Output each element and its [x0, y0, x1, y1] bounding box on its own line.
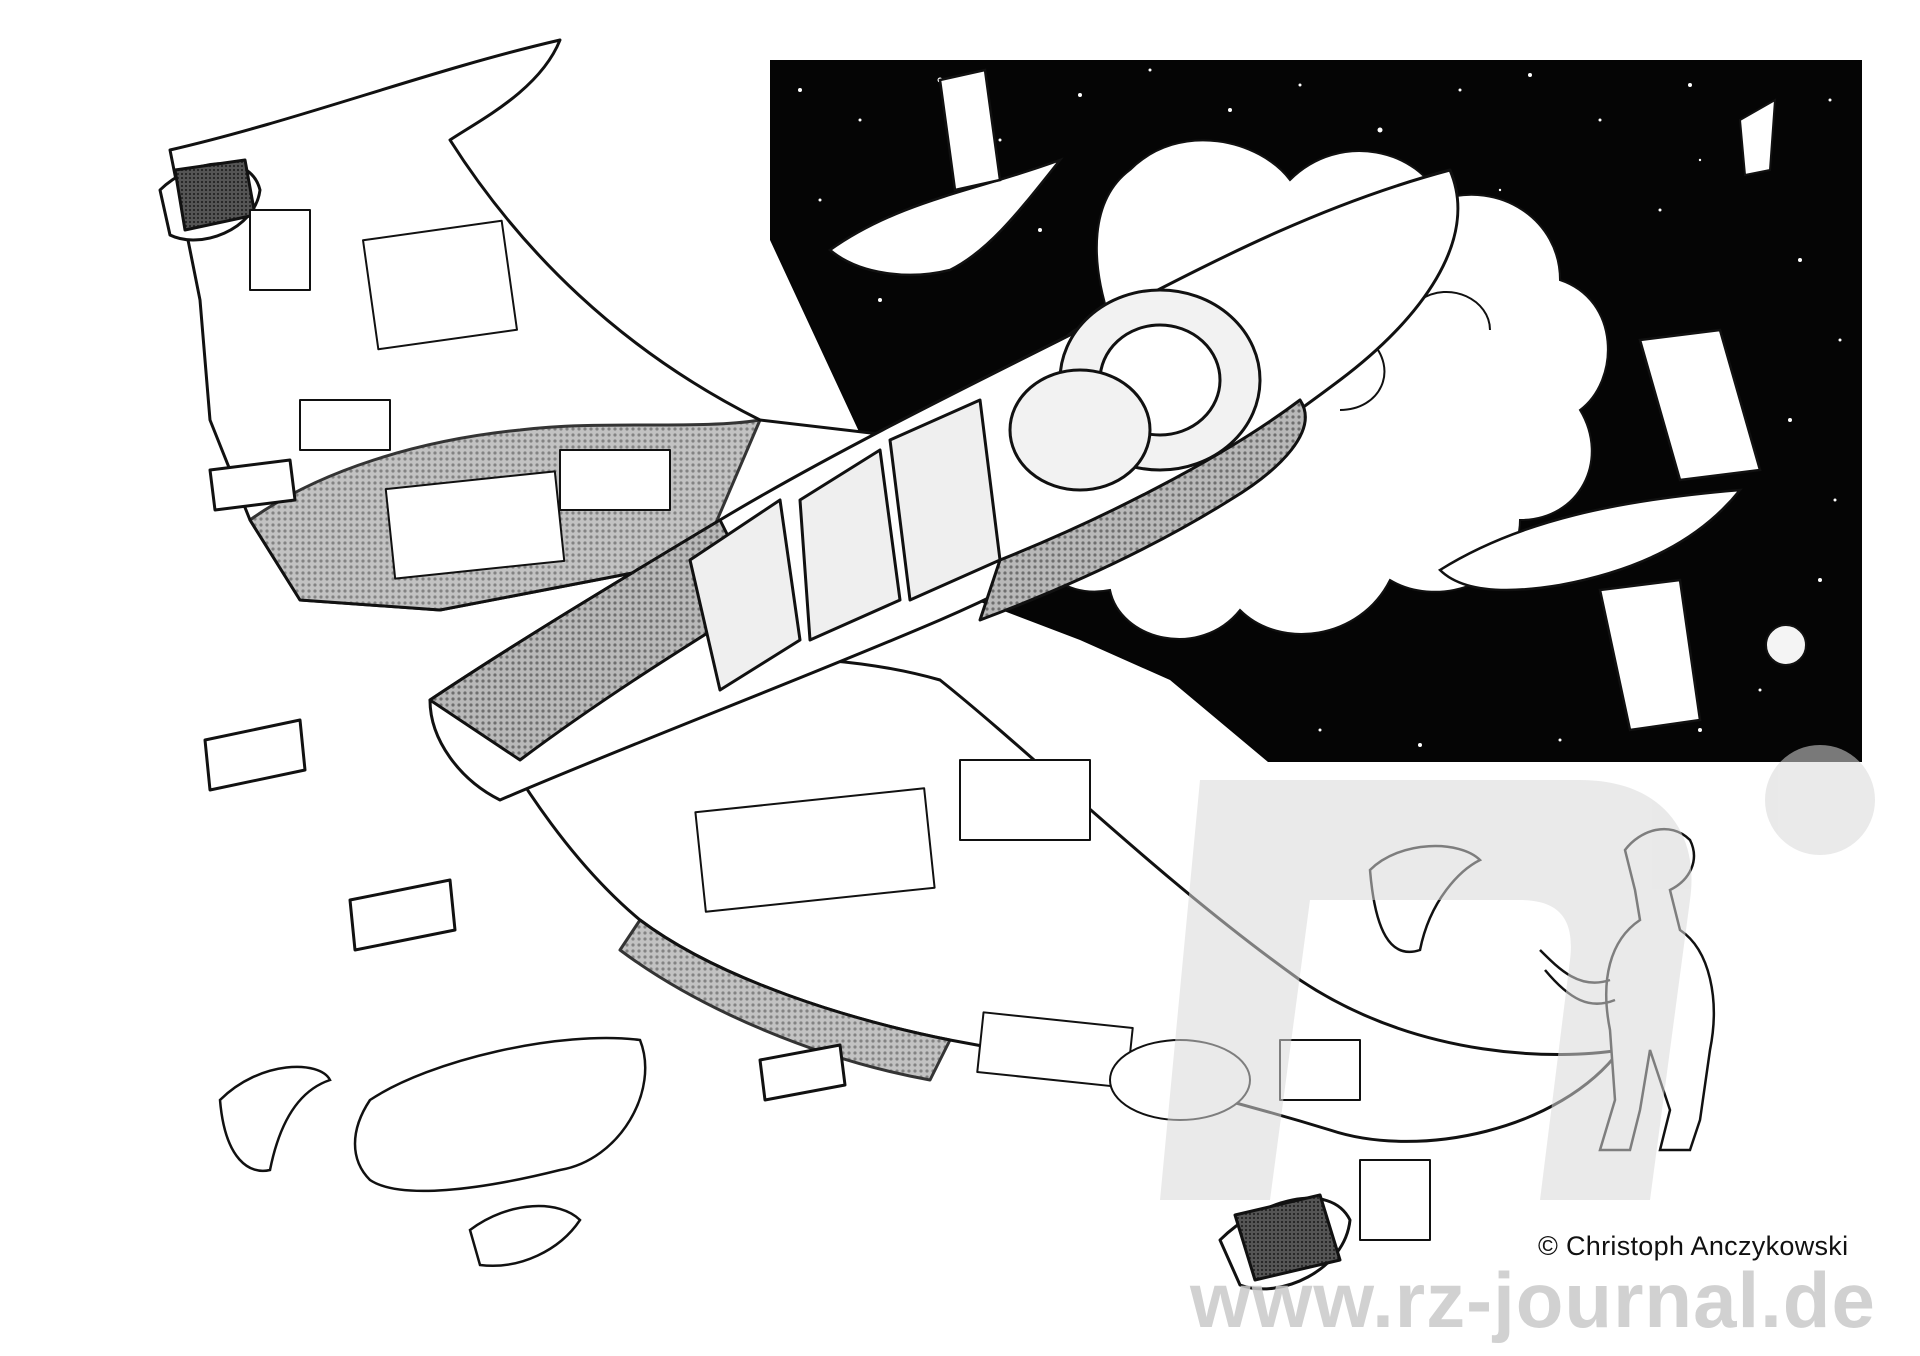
fuselage-shade-rear [978, 398, 1307, 622]
shuttle-pod [353, 1036, 647, 1193]
watermark-url: www.rz-journal.de [1190, 1256, 1876, 1344]
planet [1765, 624, 1807, 666]
thruster-4 [758, 1043, 847, 1102]
cockpit-cutaway-3 [888, 398, 1002, 602]
lower-wing-panels [694, 759, 1431, 1241]
thruster-3 [348, 878, 457, 952]
fuselage-shade [428, 518, 762, 762]
escort-ship-far [1738, 98, 1777, 177]
upper-wing-panels [249, 209, 671, 580]
escort-ship-right [1438, 328, 1762, 732]
engine-nacelle-top [158, 158, 262, 242]
cockpit-cutaway-2 [798, 448, 902, 642]
crew-pod [1008, 368, 1152, 492]
thruster-2 [203, 718, 307, 792]
lower-wing-shade [618, 918, 952, 1082]
escort-ship-top [827, 68, 1064, 277]
drone-pod-1 [218, 1065, 332, 1173]
engine-nacelle-bottom [1218, 1193, 1352, 1291]
main-spaceship-cutaway [158, 38, 1622, 1291]
rz-watermark-logo [1160, 745, 1875, 1200]
thruster-1 [208, 458, 297, 512]
cockpit-cutaway-1 [688, 498, 802, 692]
artist-credit: © Christoph Anczykowski [1538, 1231, 1849, 1261]
drone-pod-2 [468, 1204, 582, 1267]
